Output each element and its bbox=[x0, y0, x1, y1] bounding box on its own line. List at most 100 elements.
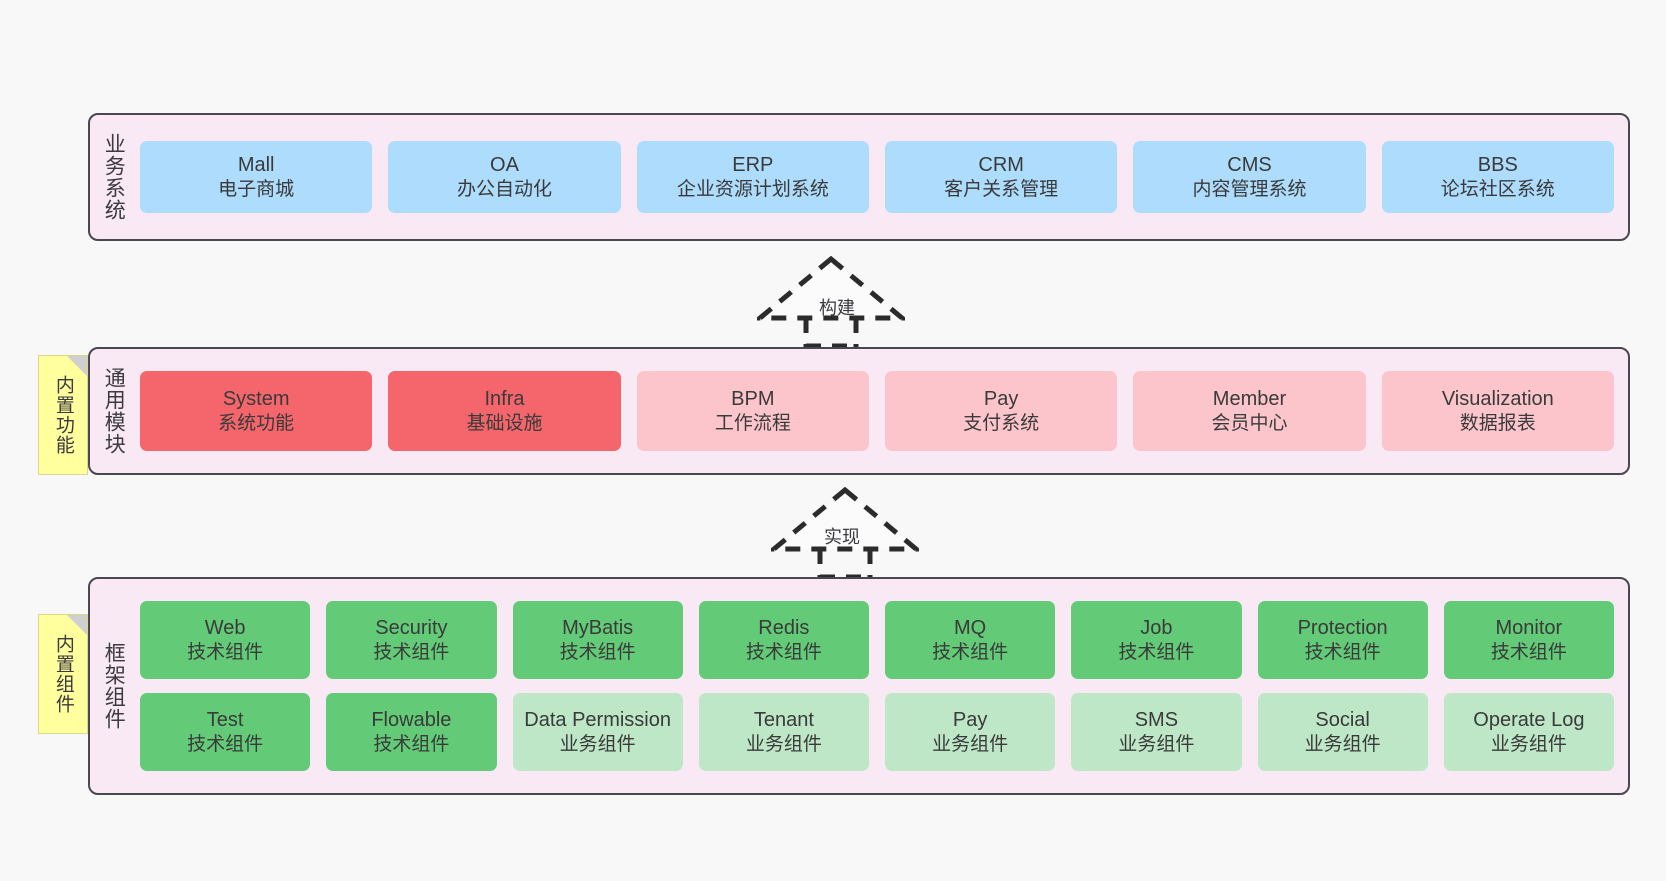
card-subtitle: 业务组件 bbox=[1304, 733, 1381, 755]
card-subtitle: 客户关系管理 bbox=[944, 178, 1059, 200]
card-subtitle: 技术组件 bbox=[1118, 641, 1195, 663]
component-card-mybatis[interactable]: MyBatis 技术组件 bbox=[512, 601, 683, 679]
card-subtitle: 技术组件 bbox=[373, 641, 450, 663]
framework-row-business: Test 技术组件 Flowable 技术组件 Data Permission … bbox=[140, 693, 1614, 771]
card-subtitle: 技术组件 bbox=[932, 641, 1009, 663]
card-title: OA bbox=[490, 153, 519, 176]
card-title: ERP bbox=[732, 153, 774, 176]
layer-body-framework: Web 技术组件 Security 技术组件 MyBatis 技术组件 Redi… bbox=[136, 579, 1628, 793]
card-title: Flowable bbox=[371, 708, 452, 731]
card-title: BPM bbox=[731, 387, 775, 410]
sticky-note-builtin-components: 内置组件 bbox=[38, 614, 88, 734]
layer-title-modules: 通用模块 bbox=[102, 367, 126, 455]
component-card-redis[interactable]: Redis 技术组件 bbox=[698, 601, 869, 679]
component-card-tenant[interactable]: Tenant 业务组件 bbox=[698, 693, 869, 771]
card-subtitle: 工作流程 bbox=[714, 412, 791, 434]
business-card-oa[interactable]: OA 办公自动化 bbox=[388, 141, 621, 213]
card-title: Pay bbox=[983, 387, 1019, 410]
card-subtitle: 业务组件 bbox=[932, 733, 1009, 755]
component-card-data-permission[interactable]: Data Permission 业务组件 bbox=[512, 693, 683, 771]
card-title: BBS bbox=[1477, 153, 1518, 176]
generalization-arrow-build-icon bbox=[757, 256, 905, 348]
component-card-flowable[interactable]: Flowable 技术组件 bbox=[326, 693, 497, 771]
card-title: Web bbox=[204, 616, 246, 639]
card-subtitle: 支付系统 bbox=[963, 412, 1040, 434]
module-card-member[interactable]: Member 会员中心 bbox=[1133, 371, 1366, 451]
layer-body-business: Mall 电子商城 OA 办公自动化 ERP 企业资源计划系统 CRM 客户关系… bbox=[136, 115, 1628, 239]
business-card-bbs[interactable]: BBS 论坛社区系统 bbox=[1381, 141, 1614, 213]
card-title: SMS bbox=[1134, 708, 1179, 731]
component-card-social[interactable]: Social 业务组件 bbox=[1257, 693, 1428, 771]
sticky-note-builtin-features: 内置功能 bbox=[38, 355, 88, 475]
layer-framework-components: 框架组件 Web 技术组件 Security 技术组件 MyBatis 技术组件… bbox=[88, 577, 1630, 795]
framework-row-tech: Web 技术组件 Security 技术组件 MyBatis 技术组件 Redi… bbox=[140, 601, 1614, 679]
component-card-web[interactable]: Web 技术组件 bbox=[140, 601, 311, 679]
card-title: Redis bbox=[758, 616, 810, 639]
business-card-crm[interactable]: CRM 客户关系管理 bbox=[884, 141, 1118, 213]
component-card-mq[interactable]: MQ 技术组件 bbox=[885, 601, 1056, 679]
card-title: Tenant bbox=[753, 708, 814, 731]
component-card-job[interactable]: Job 技术组件 bbox=[1071, 601, 1242, 679]
card-title: Pay bbox=[952, 708, 988, 731]
card-title: MQ bbox=[954, 616, 987, 639]
card-title: Social bbox=[1315, 708, 1370, 731]
component-card-test[interactable]: Test 技术组件 bbox=[140, 693, 311, 771]
card-subtitle: 业务组件 bbox=[1490, 733, 1567, 755]
layer-body-modules: System 系统功能 Infra 基础设施 BPM 工作流程 Pay 支付系统… bbox=[136, 349, 1628, 473]
connector-label-implement: 实现 bbox=[824, 527, 860, 547]
card-subtitle: 技术组件 bbox=[187, 641, 264, 663]
card-subtitle: 企业资源计划系统 bbox=[676, 178, 829, 200]
business-card-mall[interactable]: Mall 电子商城 bbox=[140, 141, 373, 213]
card-title: Security bbox=[375, 616, 448, 639]
card-title: Mall bbox=[237, 153, 275, 176]
card-subtitle: 技术组件 bbox=[1304, 641, 1381, 663]
module-card-visualization[interactable]: Visualization 数据报表 bbox=[1381, 371, 1614, 451]
business-card-erp[interactable]: ERP 企业资源计划系统 bbox=[636, 141, 869, 213]
component-card-sms[interactable]: SMS 业务组件 bbox=[1071, 693, 1242, 771]
component-card-security[interactable]: Security 技术组件 bbox=[326, 601, 497, 679]
card-title: CRM bbox=[978, 153, 1024, 176]
card-subtitle: 电子商城 bbox=[218, 178, 295, 200]
card-title: Visualization bbox=[1441, 387, 1554, 410]
layer-business-systems: 业务系统 Mall 电子商城 OA 办公自动化 ERP 企业资源计划系统 CRM… bbox=[88, 113, 1630, 241]
component-card-pay[interactable]: Pay 业务组件 bbox=[885, 693, 1056, 771]
card-subtitle: 技术组件 bbox=[187, 733, 264, 755]
connector-label-build: 构建 bbox=[819, 298, 855, 318]
module-card-infra[interactable]: Infra 基础设施 bbox=[388, 371, 621, 451]
card-title: MyBatis bbox=[562, 616, 634, 639]
card-subtitle: 内容管理系统 bbox=[1192, 178, 1307, 200]
card-subtitle: 会员中心 bbox=[1211, 412, 1288, 434]
card-title: Member bbox=[1212, 387, 1287, 410]
module-card-pay[interactable]: Pay 支付系统 bbox=[884, 371, 1118, 451]
component-card-protection[interactable]: Protection 技术组件 bbox=[1257, 601, 1428, 679]
card-title: Data Permission bbox=[524, 708, 671, 731]
card-title: Job bbox=[1140, 616, 1173, 639]
card-title: CMS bbox=[1227, 153, 1272, 176]
card-subtitle: 业务组件 bbox=[559, 733, 636, 755]
component-card-operate-log[interactable]: Operate Log 业务组件 bbox=[1443, 693, 1614, 771]
layer-title-business: 业务系统 bbox=[102, 133, 126, 221]
card-subtitle: 技术组件 bbox=[745, 641, 822, 663]
card-subtitle: 技术组件 bbox=[559, 641, 636, 663]
module-card-bpm[interactable]: BPM 工作流程 bbox=[636, 371, 869, 451]
card-subtitle: 基础设施 bbox=[466, 412, 543, 434]
card-subtitle: 业务组件 bbox=[745, 733, 822, 755]
card-subtitle: 技术组件 bbox=[373, 733, 450, 755]
modules-row: System 系统功能 Infra 基础设施 BPM 工作流程 Pay 支付系统… bbox=[140, 371, 1614, 451]
card-subtitle: 论坛社区系统 bbox=[1440, 178, 1555, 200]
component-card-monitor[interactable]: Monitor 技术组件 bbox=[1443, 601, 1614, 679]
card-title: Infra bbox=[484, 387, 525, 410]
business-card-cms[interactable]: CMS 内容管理系统 bbox=[1133, 141, 1366, 213]
card-subtitle: 业务组件 bbox=[1118, 733, 1195, 755]
layer-title-framework: 框架组件 bbox=[102, 642, 126, 730]
card-subtitle: 办公自动化 bbox=[456, 178, 552, 200]
card-subtitle: 数据报表 bbox=[1459, 412, 1536, 434]
card-title: System bbox=[222, 387, 290, 410]
card-subtitle: 技术组件 bbox=[1490, 641, 1567, 663]
card-title: Protection bbox=[1297, 616, 1388, 639]
layer-common-modules: 通用模块 System 系统功能 Infra 基础设施 BPM 工作流程 Pay… bbox=[88, 347, 1630, 475]
card-title: Test bbox=[206, 708, 244, 731]
module-card-system[interactable]: System 系统功能 bbox=[140, 371, 373, 451]
card-subtitle: 系统功能 bbox=[218, 412, 295, 434]
